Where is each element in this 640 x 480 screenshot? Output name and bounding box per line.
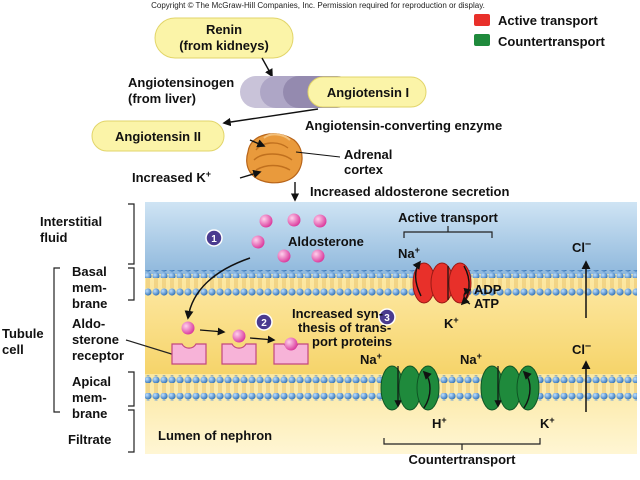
active-transport-label: Active transport — [398, 210, 498, 225]
svg-text:2: 2 — [261, 318, 267, 329]
exchanger-k-label: K+ — [540, 415, 555, 431]
adrenal-label-1: Adrenal — [344, 147, 392, 162]
angiotensin2-pill — [91, 120, 225, 152]
apical-label-1: Apical — [72, 374, 111, 389]
step-2-badge: 2 — [255, 313, 273, 331]
countertransport-label: Countertransport — [409, 452, 517, 467]
legend-countertransport-label: Countertransport — [498, 34, 606, 49]
exchanger2-na-label: Na+ — [460, 351, 482, 367]
adrenal-leader-line — [295, 151, 341, 158]
tubule-cell-label-1: Tubule — [2, 326, 44, 341]
receptor-label-2: sterone — [72, 332, 119, 347]
aldosterone-molecules — [251, 213, 327, 263]
synthesis-label-1: Increased syn- — [292, 306, 383, 321]
receptor-label-3: receptor — [72, 348, 124, 363]
interstitial-label-2: fluid — [40, 230, 67, 245]
pump-na-label: Na+ — [398, 245, 420, 261]
filtrate-label: Filtrate — [68, 432, 111, 447]
sodium-potassium-exchanger — [480, 365, 540, 411]
exchanger1-na-label: Na+ — [360, 351, 382, 367]
legend-active-label: Active transport — [498, 13, 598, 28]
apical-cl-label: Cl– — [572, 340, 591, 357]
legend: Active transport Countertransport — [474, 13, 606, 49]
apical-label-2: mem- — [72, 390, 107, 405]
synthesis-label-3: port proteins — [312, 334, 392, 349]
step-1-badge: 1 — [205, 229, 223, 247]
receptor-label-1: Aldo- — [72, 316, 105, 331]
adp-label: ADP — [474, 282, 502, 297]
legend-countertransport-swatch — [474, 34, 490, 46]
renin-source: (from kidneys) — [179, 38, 269, 53]
basal-label-1: Basal — [72, 264, 107, 279]
ace-label: Angiotensin-converting enzyme — [305, 118, 502, 133]
angiotensin2-to-adrenal-arrow — [249, 139, 266, 148]
svg-text:1: 1 — [211, 234, 217, 245]
angiotensin2-label: Angiotensin II — [115, 129, 201, 144]
renin-arrow — [261, 57, 273, 78]
step-3-badge: 3 — [378, 308, 396, 326]
copyright-notice: Copyright © The McGraw-Hill Companies, I… — [151, 1, 485, 10]
potassium-arrow — [239, 169, 262, 179]
angiotensinogen-cylinder — [240, 76, 427, 108]
renin-label: Renin — [206, 22, 242, 37]
sodium-hydrogen-exchanger — [380, 365, 440, 411]
conversion-arrow — [222, 108, 319, 127]
tubule-cell-label-2: cell — [2, 342, 24, 357]
sodium-potassium-pump — [412, 260, 472, 306]
interstitial-label-1: Interstitial — [40, 214, 102, 229]
svg-text:3: 3 — [384, 313, 390, 324]
apical-label-3: brane — [72, 406, 107, 421]
angiotensinogen-label: Angiotensinogen — [128, 75, 234, 90]
basal-cl-label: Cl– — [572, 238, 591, 255]
aldosterone-entry-arrow — [184, 257, 251, 320]
angiotensin1-label: Angiotensin I — [327, 85, 409, 100]
lumen-label: Lumen of nephron — [158, 428, 272, 443]
increased-k-label: Increased K+ — [132, 169, 211, 185]
angiotensinogen-source: (from liver) — [128, 91, 196, 106]
exchanger-h-label: H+ — [432, 415, 447, 431]
angiotensin1-pill — [307, 76, 427, 108]
aldosterone-receptors — [171, 321, 309, 365]
aldosterone-secretion-label: Increased aldosterone secretion — [310, 184, 509, 199]
adrenal-label-2: cortex — [344, 162, 384, 177]
basal-label-2: mem- — [72, 280, 107, 295]
left-labels: Interstitial fluid Basal mem- brane Tubu… — [2, 203, 179, 453]
adrenal-gland-icon — [246, 133, 303, 184]
basal-label-3: brane — [72, 296, 107, 311]
atp-label: ATP — [474, 296, 499, 311]
aldosterone-label: Aldosterone — [288, 234, 364, 249]
basal-membrane — [145, 270, 637, 296]
synthesis-label-2: thesis of trans- — [298, 320, 391, 335]
legend-active-swatch — [474, 14, 490, 26]
renin-pill: Renin (from kidneys) — [154, 17, 294, 59]
pump-k-label: K+ — [444, 315, 459, 331]
